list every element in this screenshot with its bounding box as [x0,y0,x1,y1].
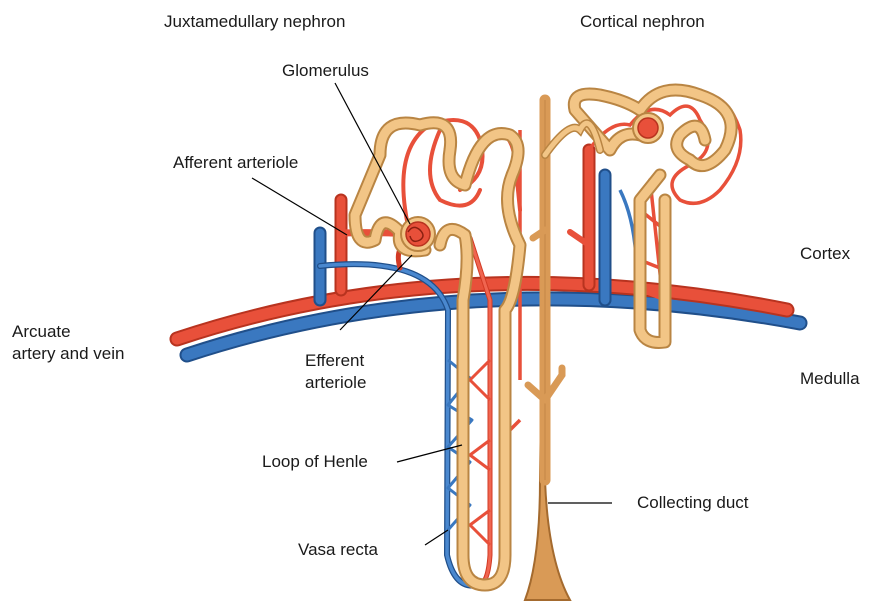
leader-loop-of-henle [397,445,462,462]
leader-afferent-arteriole [252,178,347,235]
label-medulla: Medulla [800,368,860,390]
label-afferent-arteriole: Afferent arteriole [173,152,298,174]
label-collecting-duct: Collecting duct [637,492,749,514]
label-arcuate-artery-and-vein: Arcuate artery and vein [12,321,124,365]
label-efferent-arteriole: Efferent arteriole [305,350,366,394]
heading-cortical-nephron: Cortical nephron [580,11,705,33]
interlobular-artery-right [570,150,589,285]
glomerulus-jm [401,217,435,251]
glomerulus-cortical [633,113,663,143]
label-efferent-line1: Efferent [305,350,366,372]
label-efferent-line2: arteriole [305,372,366,394]
label-vasa-recta: Vasa recta [298,539,378,561]
heading-juxtamedullary-nephron: Juxtamedullary nephron [164,11,345,33]
label-arcuate-line1: Arcuate [12,321,124,343]
label-glomerulus: Glomerulus [282,60,369,82]
label-cortex: Cortex [800,243,850,265]
juxtamedullary-tubule [355,123,520,585]
label-loop-of-henle: Loop of Henle [262,451,368,473]
label-arcuate-line2: artery and vein [12,343,124,365]
